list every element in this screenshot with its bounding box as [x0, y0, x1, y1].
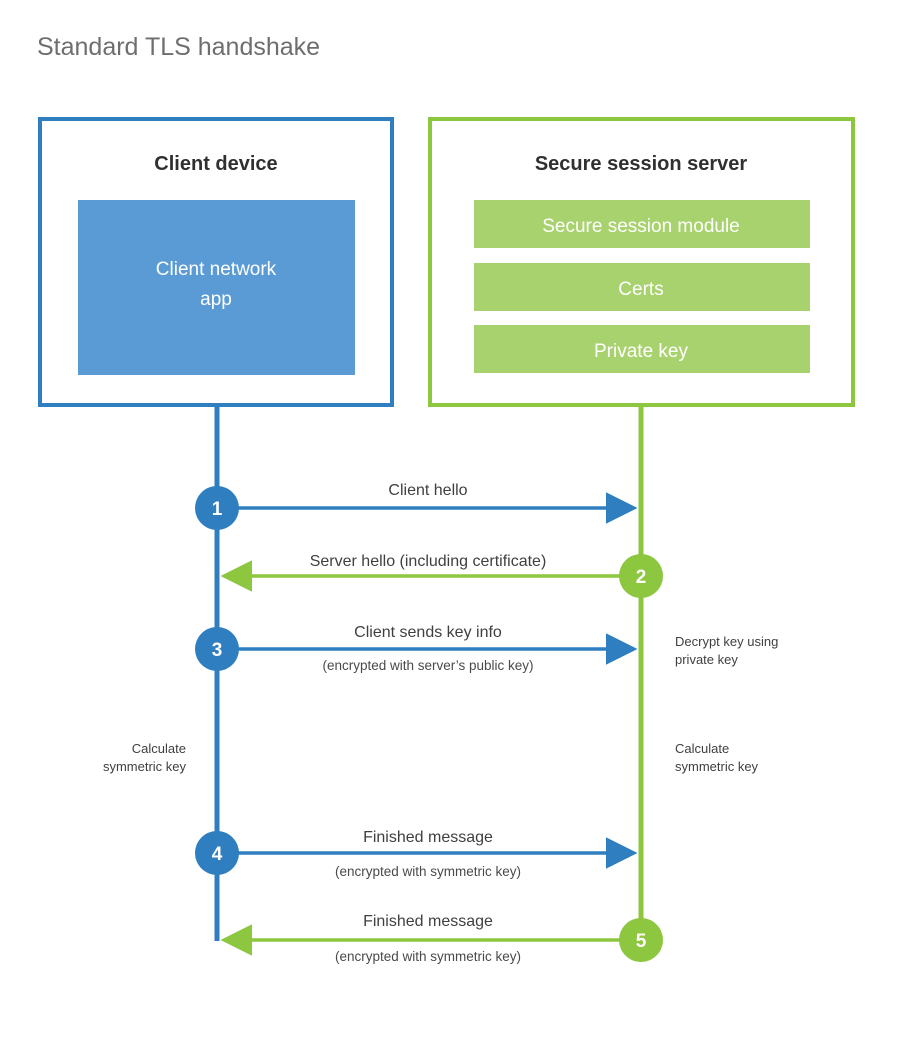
client-network-app-label-line1: Client network [156, 259, 277, 280]
step-2-marker [619, 554, 663, 598]
page-title: Standard TLS handshake [37, 33, 320, 61]
step-4-number: 4 [212, 844, 223, 865]
server-calculate-symmetric-key-note: Calculate symmetric key [675, 741, 759, 774]
decrypt-key-note-line2: private key [675, 652, 738, 667]
step-3-number: 3 [212, 640, 223, 661]
client-calculate-symmetric-key-note: Calculate symmetric key [103, 741, 187, 774]
server-module-label-0: Secure session module [542, 216, 740, 237]
secure-session-server-title: Secure session server [535, 153, 748, 175]
step-5-label: Finished message [363, 913, 493, 930]
client-network-app-label-line2: app [200, 289, 232, 310]
decrypt-key-note-line1: Decrypt key using [675, 634, 778, 649]
server-module-box-0 [474, 200, 810, 248]
step-2-group: Server hello (including certificate) 2 [220, 553, 663, 598]
step-1-group: Client hello 1 [195, 482, 638, 530]
step-3-marker [195, 627, 239, 671]
server-module-label-2: Private key [594, 341, 688, 362]
server-calc-note-line1: Calculate [675, 741, 729, 756]
client-device-title: Client device [154, 153, 277, 175]
step-1-label: Client hello [388, 482, 467, 499]
step-1-marker [195, 486, 239, 530]
step-3-group: Client sends key info (encrypted with se… [195, 624, 638, 673]
decrypt-key-note: Decrypt key using private key [675, 634, 778, 667]
client-calc-note-line2: symmetric key [103, 759, 187, 774]
step-3-label: Client sends key info [354, 624, 502, 641]
step-5-number: 5 [636, 931, 647, 952]
server-module-box-2 [474, 325, 810, 373]
server-module-label-1: Certs [618, 279, 663, 300]
step-5-marker [619, 918, 663, 962]
step-5-group: Finished message (encrypted with symmetr… [220, 913, 663, 964]
client-calc-note-line1: Calculate [132, 741, 186, 756]
client-device-panel: Client device Client network app [38, 117, 394, 407]
step-5-sublabel: (encrypted with symmetric key) [335, 949, 521, 964]
client-network-app-box [78, 200, 355, 375]
server-module-box-1 [474, 263, 810, 311]
step-2-label: Server hello (including certificate) [310, 553, 547, 570]
step-2-number: 2 [636, 567, 647, 588]
step-4-marker [195, 831, 239, 875]
step-4-group: Finished message (encrypted with symmetr… [195, 829, 638, 879]
secure-session-server-panel: Secure session server Secure session mod… [428, 117, 855, 407]
server-calc-note-line2: symmetric key [675, 759, 759, 774]
step-1-number: 1 [212, 499, 223, 520]
step-4-label: Finished message [363, 829, 493, 846]
step-4-sublabel: (encrypted with symmetric key) [335, 864, 521, 879]
step-3-sublabel: (encrypted with server’s public key) [322, 658, 533, 673]
